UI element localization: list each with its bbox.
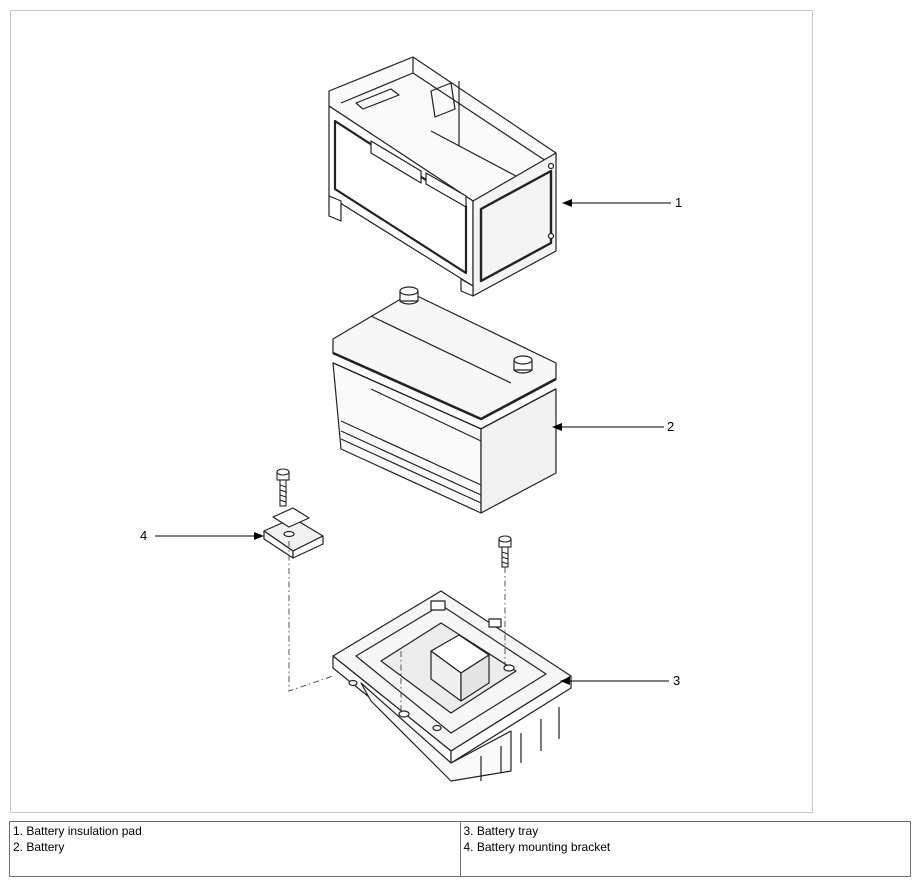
exploded-diagram: 1 2 3 4 [140, 56, 682, 782]
bracket-bolt [276, 468, 290, 507]
battery-mounting-bracket [263, 507, 324, 559]
legend-item-2: 2. Battery [13, 840, 65, 854]
legend-column-right: 3. Battery tray 4. Battery mounting brac… [459, 821, 911, 877]
legend-item-4: 4. Battery mounting bracket [463, 840, 611, 854]
diagram-frame: 1 2 3 4 [10, 10, 813, 813]
callout-1: 1 [675, 195, 682, 210]
tray-bolt [498, 535, 512, 568]
callout-3: 3 [673, 673, 680, 688]
assembly-guide-lines [288, 541, 506, 711]
callout-2: 2 [667, 419, 674, 434]
legend-item-3: 3. Battery tray [463, 824, 539, 838]
battery [332, 286, 557, 514]
leader-lines [155, 199, 671, 685]
battery-tray [332, 590, 572, 782]
legend-item-1: 1. Battery insulation pad [13, 824, 142, 838]
battery-insulation-pad [328, 56, 557, 297]
legend-row: 1. Battery insulation pad 2. Battery 3. … [9, 821, 911, 877]
legend-column-left: 1. Battery insulation pad 2. Battery [9, 821, 461, 877]
parts-legend-table: 1. Battery insulation pad 2. Battery 3. … [9, 821, 911, 877]
callout-4: 4 [140, 528, 147, 543]
